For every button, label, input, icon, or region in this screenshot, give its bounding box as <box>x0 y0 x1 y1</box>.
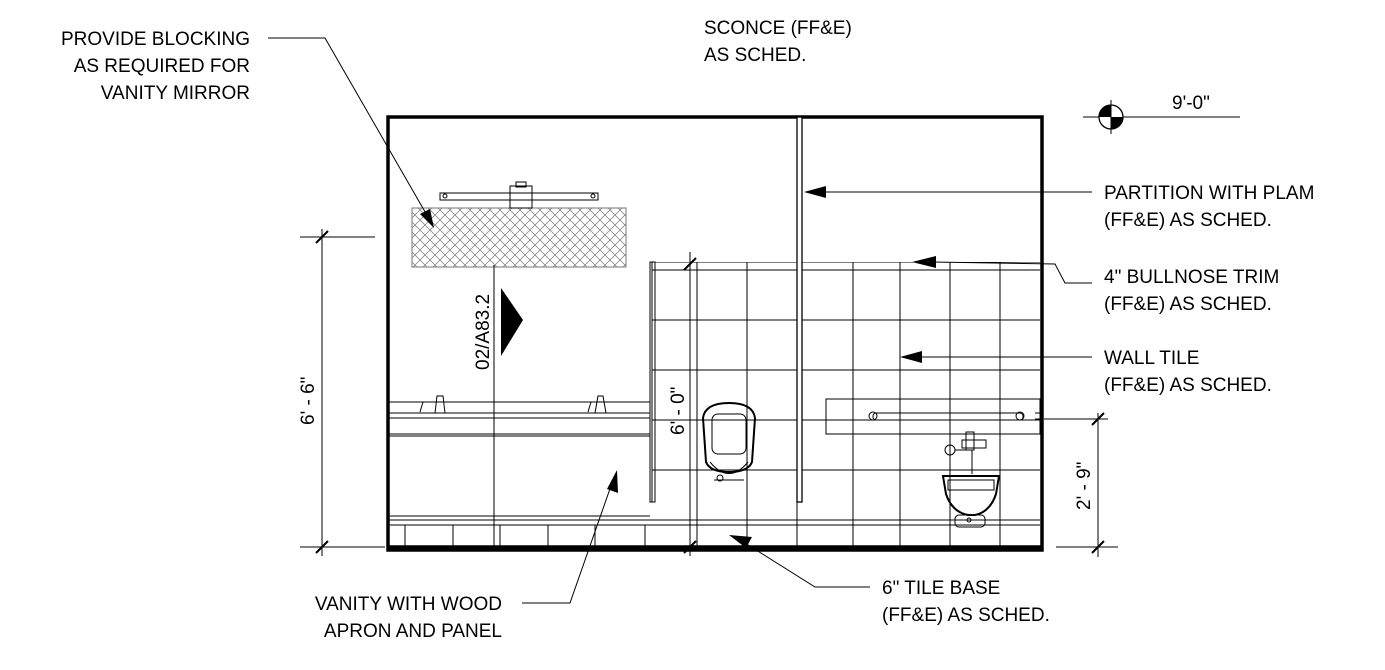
grab-bar-height-label: 2' - 9" <box>1074 462 1095 510</box>
note-blocking-line-3: VANITY MIRROR <box>101 83 250 104</box>
dimension-partition-height: 6' - 0" <box>668 252 697 556</box>
leader-tile-base <box>729 535 870 588</box>
note-wall-tile: WALL TILE (FF&E) AS SCHED. <box>1104 348 1272 396</box>
note-sconce: SCONCE (FF&E) AS SCHED. <box>704 18 852 66</box>
note-wall-tile-line-2: (FF&E) AS SCHED. <box>1104 375 1272 396</box>
sconce <box>439 181 599 209</box>
note-partition-line-1: PARTITION WITH PLAM <box>1104 183 1314 204</box>
note-partition-line-2: (FF&E) AS SCHED. <box>1104 210 1272 231</box>
dimension-wall-tile-height: 6' - 6" <box>298 229 385 556</box>
leader-vanity <box>522 470 618 604</box>
leader-partition <box>804 186 1092 198</box>
section-reference-label: 02/A83.2 <box>473 294 494 370</box>
urinal <box>701 401 757 482</box>
note-blocking-line-1: PROVIDE BLOCKING <box>61 29 250 50</box>
wall-tile-height-label: 6' - 6" <box>298 377 319 425</box>
note-wall-tile-line-1: WALL TILE <box>1104 348 1199 369</box>
leader-wall-tile <box>900 351 1092 363</box>
tile-base <box>388 519 1040 547</box>
note-blocking: PROVIDE BLOCKING AS REQUIRED FOR VANITY … <box>61 29 250 104</box>
ceiling-height-label: 9'-0" <box>1172 93 1210 114</box>
toilet-partition <box>796 116 803 503</box>
ceiling-height-symbol: 9'-0" <box>1083 93 1240 134</box>
note-bullnose: 4" BULLNOSE TRIM (FF&E) AS SCHED. <box>1104 267 1279 315</box>
note-bullnose-line-2: (FF&E) AS SCHED. <box>1104 294 1272 315</box>
grab-bar <box>825 398 1042 435</box>
note-tile-base-line-1: 6" TILE BASE <box>882 578 1000 599</box>
vanity-mirror <box>411 207 627 268</box>
vanity <box>388 401 650 517</box>
section-marker: 02/A83.2 <box>473 265 523 550</box>
note-sconce-line-2: AS SCHED. <box>704 45 806 66</box>
partition-height-label: 6' - 0" <box>668 387 689 435</box>
faucet-right <box>587 395 615 414</box>
dimension-grab-bar-height: 2' - 9" <box>1044 412 1118 557</box>
note-vanity: VANITY WITH WOOD APRON AND PANEL <box>315 594 502 642</box>
note-vanity-line-1: VANITY WITH WOOD <box>315 594 502 615</box>
note-blocking-line-2: AS REQUIRED FOR <box>74 56 250 77</box>
note-partition: PARTITION WITH PLAM (FF&E) AS SCHED. <box>1104 183 1314 231</box>
note-bullnose-line-1: 4" BULLNOSE TRIM <box>1104 267 1279 288</box>
note-tile-base-line-2: (FF&E) AS SCHED. <box>882 605 1050 626</box>
leader-bullnose <box>912 256 1092 284</box>
room-outline <box>386 115 1044 552</box>
faucet-left <box>419 395 455 414</box>
leader-blocking <box>268 37 434 228</box>
note-vanity-line-2: APRON AND PANEL <box>324 621 502 642</box>
note-tile-base: 6" TILE BASE (FF&E) AS SCHED. <box>882 578 1050 626</box>
note-sconce-line-1: SCONCE (FF&E) <box>704 18 852 39</box>
water-closet <box>941 431 1001 528</box>
vanity-end-wall <box>649 261 656 503</box>
